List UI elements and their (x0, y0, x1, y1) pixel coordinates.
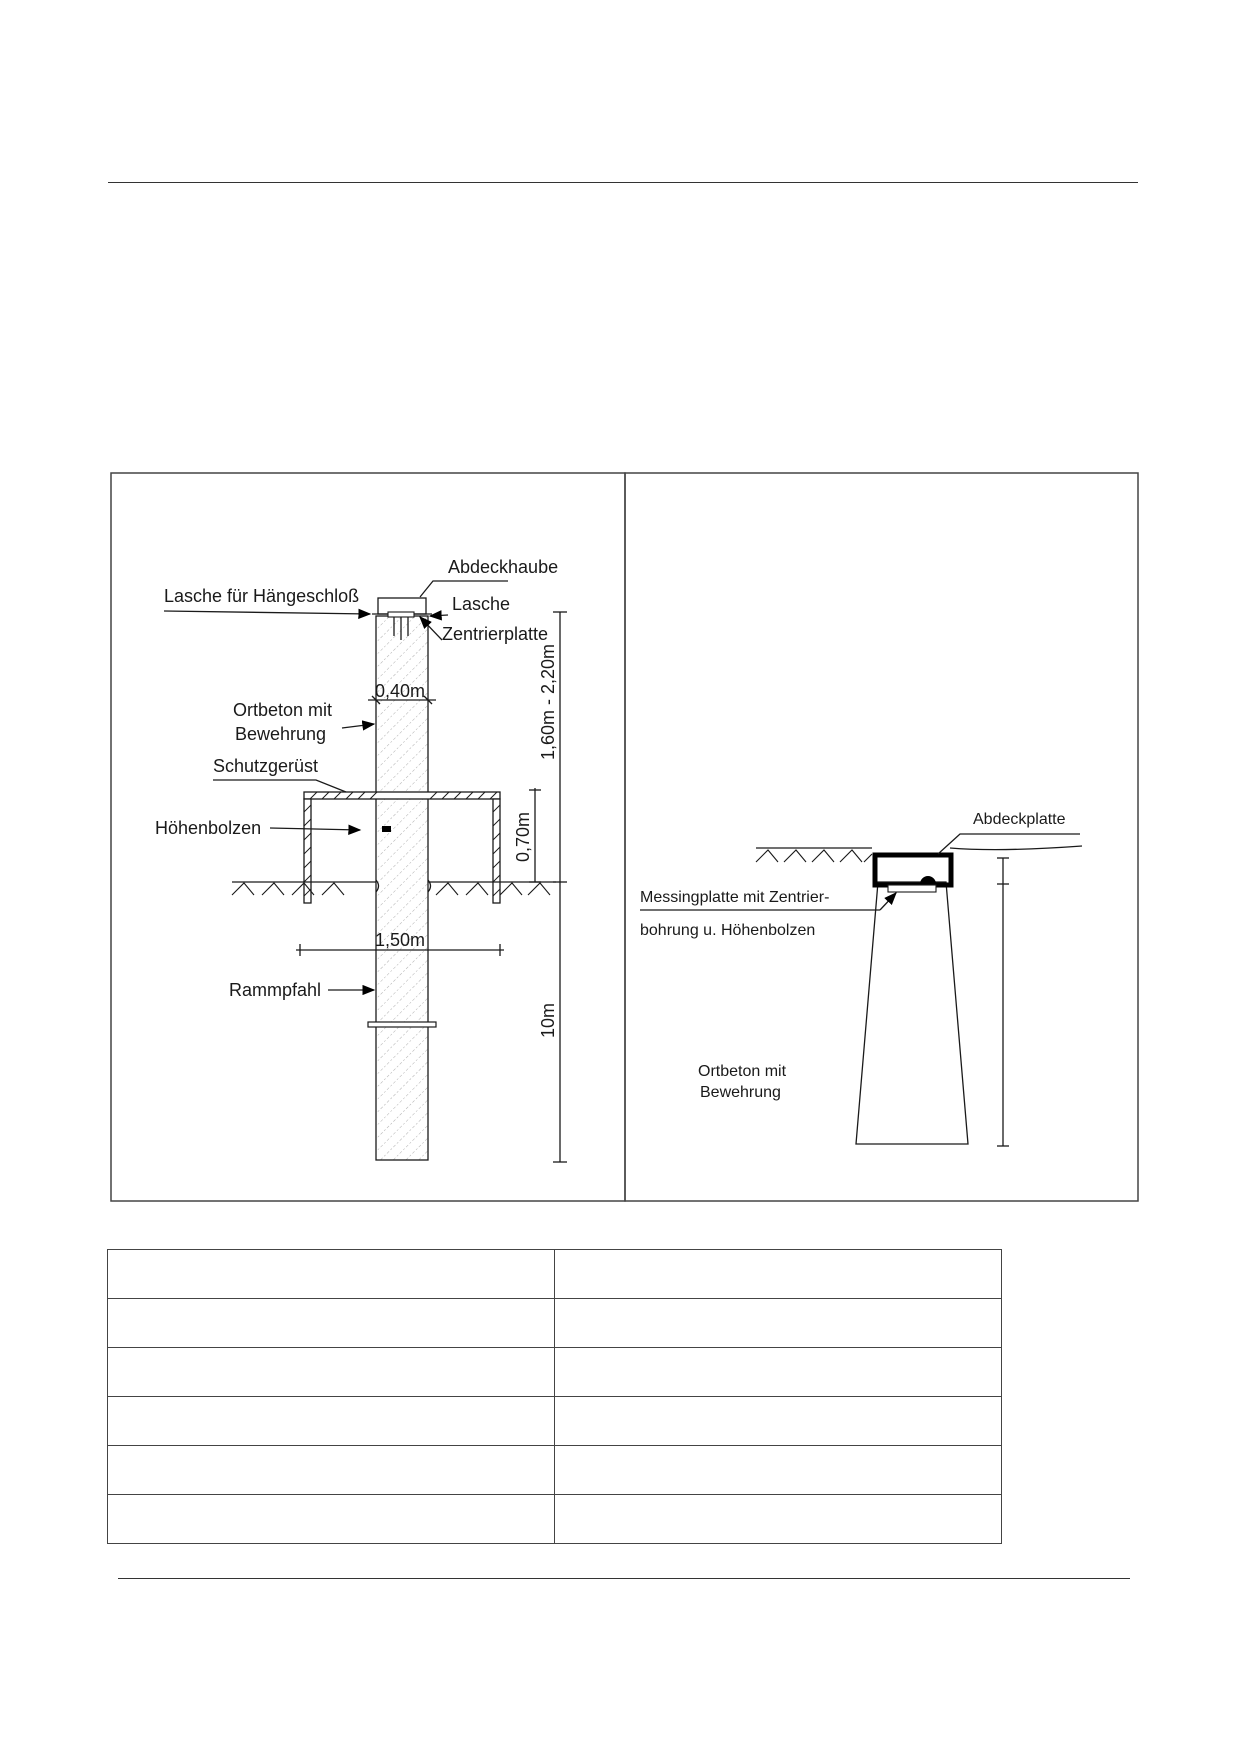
table-cell (107, 1494, 555, 1544)
label-ortbeton-right-l1: Ortbeton mit (698, 1063, 787, 1080)
label-abdeckplatte: Abdeckplatte (973, 811, 1066, 828)
info-table (107, 1249, 1002, 1544)
dim-pile-width: 0,40m (368, 681, 436, 705)
pile-body (375, 615, 429, 1161)
top-rule (108, 182, 1138, 183)
table-cell (554, 1347, 1002, 1397)
cover-plate (872, 852, 954, 888)
ground-right (755, 845, 1083, 863)
table-cell (554, 1445, 1002, 1495)
height-bolt-right (920, 876, 936, 884)
table-cell (554, 1249, 1002, 1299)
brass-plate (887, 884, 937, 893)
table-cell (107, 1396, 555, 1446)
table-cell (554, 1494, 1002, 1544)
right-section: Abdeckplatte Messingplatte mit Zentrier-… (640, 811, 1083, 1147)
dim-label-1-50: 1,50m (375, 930, 425, 950)
cover-hood (372, 597, 432, 640)
table-row (107, 1249, 1002, 1299)
dim-label-0-40: 0,40m (375, 681, 425, 701)
label-rammpfahl: Rammpfahl (229, 980, 321, 1000)
label-lasche: Lasche (452, 594, 510, 614)
table-row (107, 1445, 1002, 1495)
label-messingplatte-l2: bohrung u. Höhenbolzen (640, 922, 815, 939)
label-hoehenbolzen: Höhenbolzen (155, 818, 261, 838)
bottom-rule (118, 1578, 1130, 1579)
table-cell (107, 1347, 555, 1397)
foundation-block (855, 881, 969, 1145)
label-schutzgeruest: Schutzgerüst (213, 756, 318, 776)
dim-vertical: 1,60m - 2,20m 0,70m 10m (513, 611, 567, 1163)
pile-clamp (367, 1021, 437, 1028)
table-cell (554, 1396, 1002, 1446)
table-cell (107, 1298, 555, 1348)
table-row (107, 1298, 1002, 1348)
label-ortbeton-l1: Ortbeton mit (233, 700, 332, 720)
label-ortbeton-l2: Bewehrung (235, 724, 326, 744)
label-ortbeton-right-l2: Bewehrung (700, 1084, 781, 1101)
right-panel-frame (624, 472, 1139, 1202)
dim-label-10m: 10m (538, 1003, 558, 1038)
label-messingplatte-l1: Messingplatte mit Zentrier- (640, 889, 829, 906)
label-abdeckhaube: Abdeckhaube (448, 557, 558, 577)
table-row (107, 1494, 1002, 1544)
height-bolt (382, 826, 391, 832)
survey-marker-drawing: 0,40m 1,50m 1,60m - 2,20m 0,70m 10m Abde… (110, 472, 1139, 1202)
table-row (107, 1347, 1002, 1397)
dim-label-0-70: 0,70m (513, 812, 533, 862)
label-zentrierplatte: Zentrierplatte (442, 624, 548, 644)
table-cell (554, 1298, 1002, 1348)
table-cell (107, 1249, 555, 1299)
dim-label-1-60-2-20: 1,60m - 2,20m (538, 644, 558, 760)
table-row (107, 1396, 1002, 1446)
label-lasche-haengeschloss: Lasche für Hängeschloß (164, 586, 359, 606)
left-section: 0,40m 1,50m 1,60m - 2,20m 0,70m 10m Abde… (155, 557, 567, 1163)
dim-scaffold-width: 1,50m (296, 930, 504, 956)
protective-scaffold (303, 791, 501, 904)
table-cell (107, 1445, 555, 1495)
